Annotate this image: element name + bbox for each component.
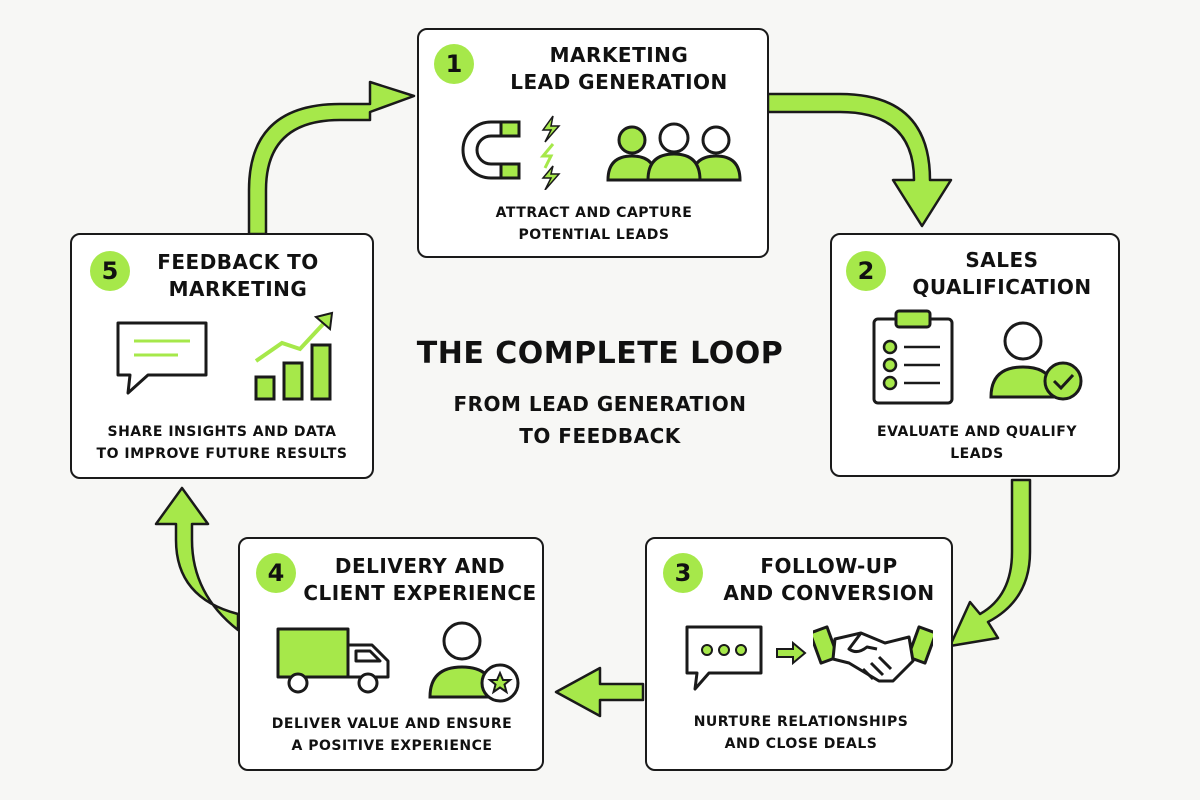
- step-card-3: 3 FOLLOW-UP AND CONVERSION NURTURE RELAT…: [645, 537, 953, 771]
- lightning-icon: [539, 115, 561, 190]
- diagram-title: THE COMPLETE LOOP: [416, 336, 784, 371]
- step-title: FOLLOW-UP AND CONVERSION: [723, 554, 935, 605]
- step-title: FEEDBACK TO MARKETING: [157, 250, 319, 301]
- step-number-badge: 2: [846, 251, 886, 291]
- arrow-step3-to-step4: [554, 666, 645, 718]
- step-number-badge: 1: [434, 44, 474, 84]
- magnet-icon: [461, 120, 521, 180]
- step-card-5: 5 FEEDBACK TO MARKETING SHARE INSIGHTS A…: [70, 233, 374, 479]
- step-description: NURTURE RELATIONSHIPS AND CLOSE DEALS: [693, 714, 909, 752]
- step-card-1: 1 MARKETING LEAD GENERATION: [417, 28, 769, 258]
- arrow-step1-to-step2: [766, 92, 953, 228]
- people-group-icon: [606, 122, 742, 182]
- user-star-icon: [428, 621, 520, 703]
- step-description: ATTRACT AND CAPTURE POTENTIAL LEADS: [495, 205, 693, 243]
- step-title: SALES QUALIFICATION: [912, 248, 1092, 299]
- step-title: MARKETING LEAD GENERATION: [510, 43, 728, 94]
- delivery-truck-icon: [276, 627, 390, 694]
- arrow-step5-to-step1: [247, 80, 416, 236]
- step-number-badge: 4: [256, 553, 296, 593]
- arrow-step4-to-step5: [154, 486, 240, 632]
- step-description: EVALUATE AND QUALIFY LEADS: [877, 424, 1077, 462]
- step-number-badge: 3: [663, 553, 703, 593]
- step-number-badge: 5: [90, 251, 130, 291]
- step-title: DELIVERY AND CLIENT EXPERIENCE: [303, 554, 537, 605]
- growth-chart-icon: [254, 311, 334, 401]
- chat-bubble-icon: [685, 625, 763, 691]
- diagram-subtitle: FROM LEAD GENERATION TO FEEDBACK: [453, 392, 747, 448]
- handshake-icon: [813, 625, 933, 683]
- user-check-icon: [989, 321, 1083, 401]
- clipboard-checklist-icon: [872, 309, 954, 405]
- step-card-4: 4 DELIVERY AND CLIENT EXPERIENCE DELIV: [238, 537, 544, 771]
- arrow-step2-to-step3: [948, 478, 1032, 648]
- step-description: SHARE INSIGHTS AND DATA TO IMPROVE FUTUR…: [96, 424, 348, 462]
- speech-bubble-icon: [116, 321, 208, 395]
- step-description: DELIVER VALUE AND ENSURE A POSITIVE EXPE…: [271, 716, 513, 754]
- arrow-right-icon: [776, 641, 807, 665]
- step-card-2: 2 SALES QUALIFICATION: [830, 233, 1120, 477]
